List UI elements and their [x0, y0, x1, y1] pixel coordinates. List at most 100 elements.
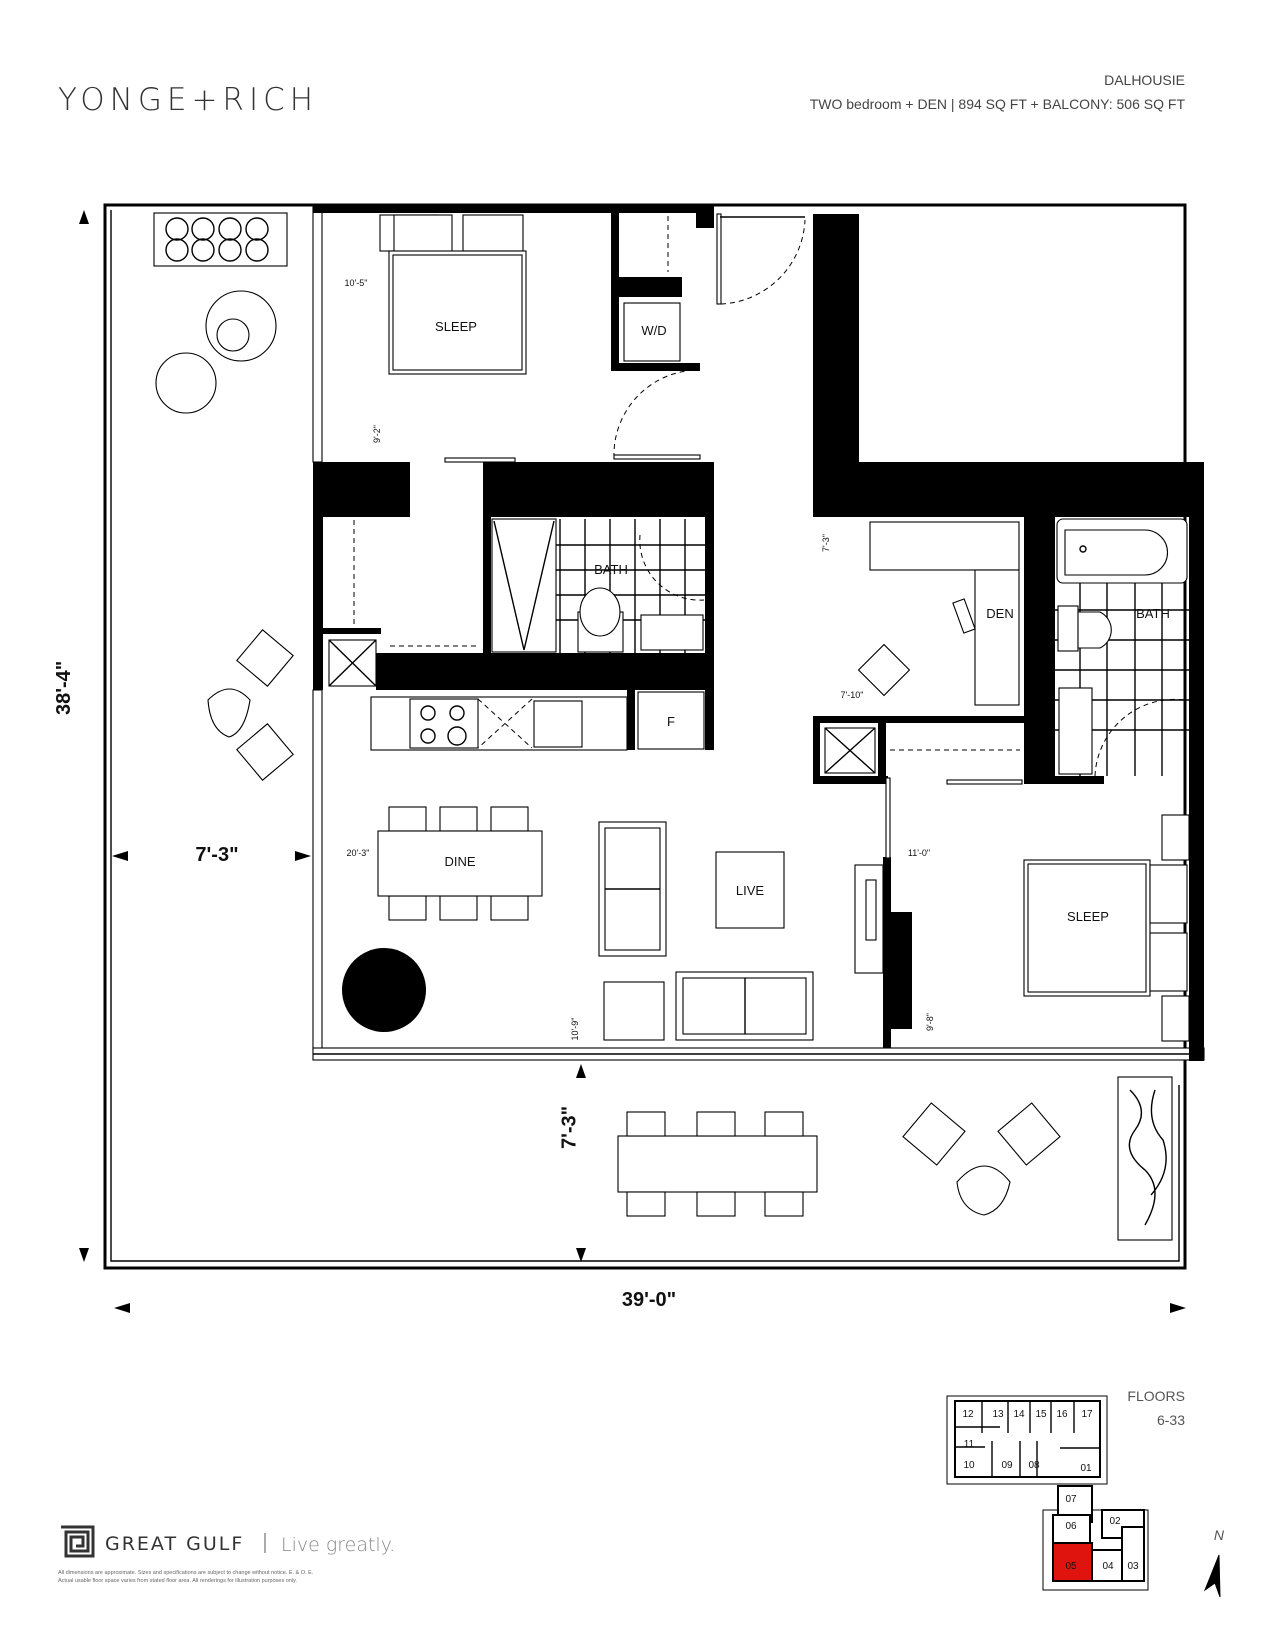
room-label-bath-1: BATH — [594, 562, 628, 577]
keyplan-label: 17 — [1081, 1409, 1093, 1420]
balcony-furniture — [153, 212, 1173, 1241]
burner — [449, 705, 465, 721]
bath1-tiles — [556, 519, 705, 653]
room-label-live: LIVE — [736, 883, 765, 898]
tile-grid — [1055, 583, 1189, 776]
vanity-1 — [640, 614, 704, 651]
pantry — [328, 639, 377, 687]
dim-balcony-front-depth: 7'-3" — [558, 1106, 580, 1149]
dim-arrows-balcony-front — [576, 1064, 586, 1262]
key-plan: FLOORS 6-33 12 13 14 15 16 17 11 10 09 0… — [946, 1388, 1225, 1598]
shower — [491, 518, 557, 653]
wall-partition-block — [891, 912, 912, 1029]
suite-details: TWO bedroom + DEN | 894 SQ FT + BALCONY:… — [810, 96, 1186, 112]
room-labels: SLEEP W/D BATH F DEN BATH DINE LIVE SLEE… — [435, 319, 1170, 924]
bedroom-door — [613, 454, 701, 460]
north-label: N — [1214, 1527, 1225, 1543]
dining-table — [377, 830, 543, 897]
linen-cross — [824, 727, 876, 774]
bedroom-door-swing — [613, 369, 701, 459]
wall-corner — [1189, 1046, 1204, 1061]
room-label-bath-2: BATH — [1136, 606, 1170, 621]
vanity-2 — [1058, 687, 1093, 775]
room-label-laundry: W/D — [641, 323, 666, 338]
wall-closet2-top — [813, 716, 1029, 723]
keyplan-label: 12 — [962, 1409, 974, 1420]
dim-sleep-primary-width: 10'-5" — [345, 278, 368, 288]
tv — [865, 879, 877, 941]
keyplan-outline-south — [1042, 1509, 1149, 1591]
chair — [388, 806, 427, 832]
toilet-bowl — [1077, 611, 1112, 649]
chair — [696, 1191, 736, 1217]
den-sliding-door — [946, 779, 1023, 785]
keyplan-label: 16 — [1056, 1409, 1068, 1420]
nightstand — [1161, 995, 1190, 1042]
wall-bath1-left — [483, 517, 491, 653]
keyplan-label: 02 — [1109, 1516, 1121, 1527]
side-table — [155, 352, 217, 414]
chair — [490, 806, 529, 832]
dimensions: 10'-5" 9'-2" 7'-3" 7'-10" 20'-3" 11'-0" … — [53, 210, 1186, 1313]
wall-central-right — [483, 462, 714, 517]
wall-closet-mid — [619, 277, 682, 297]
washer-dryer — [623, 302, 681, 362]
keyplan-label: 15 — [1035, 1409, 1047, 1420]
wall-closet-bottom — [611, 363, 700, 371]
balcony-chair — [236, 723, 294, 781]
great-gulf-mark — [61, 1525, 95, 1558]
wall-bath1-bottom — [376, 653, 714, 690]
tile-grid — [556, 519, 705, 653]
window-left-lower — [312, 689, 323, 1051]
plant — [191, 217, 215, 241]
shower-drain-lines — [493, 520, 555, 651]
chair — [696, 1111, 736, 1137]
keyplan-label: 13 — [992, 1409, 1004, 1420]
window-left-upper — [312, 204, 323, 463]
keyplan-label: 10 — [963, 1460, 975, 1471]
round-rug — [342, 948, 426, 1032]
plant — [218, 217, 242, 241]
dim-dine-live-width: 20'-3" — [347, 848, 370, 858]
pillow — [393, 214, 453, 254]
keyplan-label: 11 — [964, 1439, 975, 1450]
burner — [420, 705, 436, 721]
plant — [245, 238, 269, 262]
keyplan-unit-04 — [1091, 1549, 1123, 1582]
suite-name: DALHOUSIE — [1104, 72, 1185, 88]
wall-closet2-bottom — [813, 776, 888, 784]
cooktop — [409, 698, 479, 749]
planter-grass — [1128, 1089, 1167, 1226]
keyplan-label: 04 — [1102, 1561, 1114, 1572]
wall-left — [313, 462, 323, 690]
room-label-dine: DINE — [444, 854, 475, 869]
balcony-side-table — [956, 1165, 1011, 1216]
keyplan-unit-dividers — [955, 1401, 1100, 1477]
dim-arrows-vertical — [79, 210, 89, 1262]
wall-partition — [883, 857, 891, 1048]
furniture — [153, 212, 1190, 1241]
keyplan-label: 06 — [1065, 1521, 1077, 1532]
wall-central-left — [313, 462, 410, 517]
keyplan-unit-03 — [1121, 1526, 1145, 1582]
tagline: Live greatly. — [281, 1534, 395, 1556]
tub-drain — [1079, 545, 1087, 553]
wall-entry-pier — [696, 205, 714, 228]
dim-overall-height: 38'-4" — [53, 661, 75, 715]
burner — [420, 728, 436, 744]
room-label-sleep-primary: SLEEP — [435, 319, 477, 334]
balcony-chair — [236, 629, 294, 687]
wall-closet2-left — [813, 716, 820, 784]
keyplan-floors: 6-33 — [1157, 1412, 1185, 1428]
wall-right-top — [813, 462, 1204, 517]
den-desk — [869, 521, 1020, 571]
keyplan-label: 14 — [1013, 1409, 1025, 1420]
keyplan-outline-north — [946, 1395, 1108, 1485]
plant — [165, 238, 189, 262]
room-label-sleep-secondary: SLEEP — [1067, 909, 1109, 924]
keyplan-label: 01 — [1080, 1463, 1092, 1474]
room-label-fridge: F — [667, 714, 675, 729]
unit-walls — [312, 204, 1205, 1061]
room-label-den: DEN — [986, 606, 1013, 621]
armchair — [603, 981, 665, 1041]
